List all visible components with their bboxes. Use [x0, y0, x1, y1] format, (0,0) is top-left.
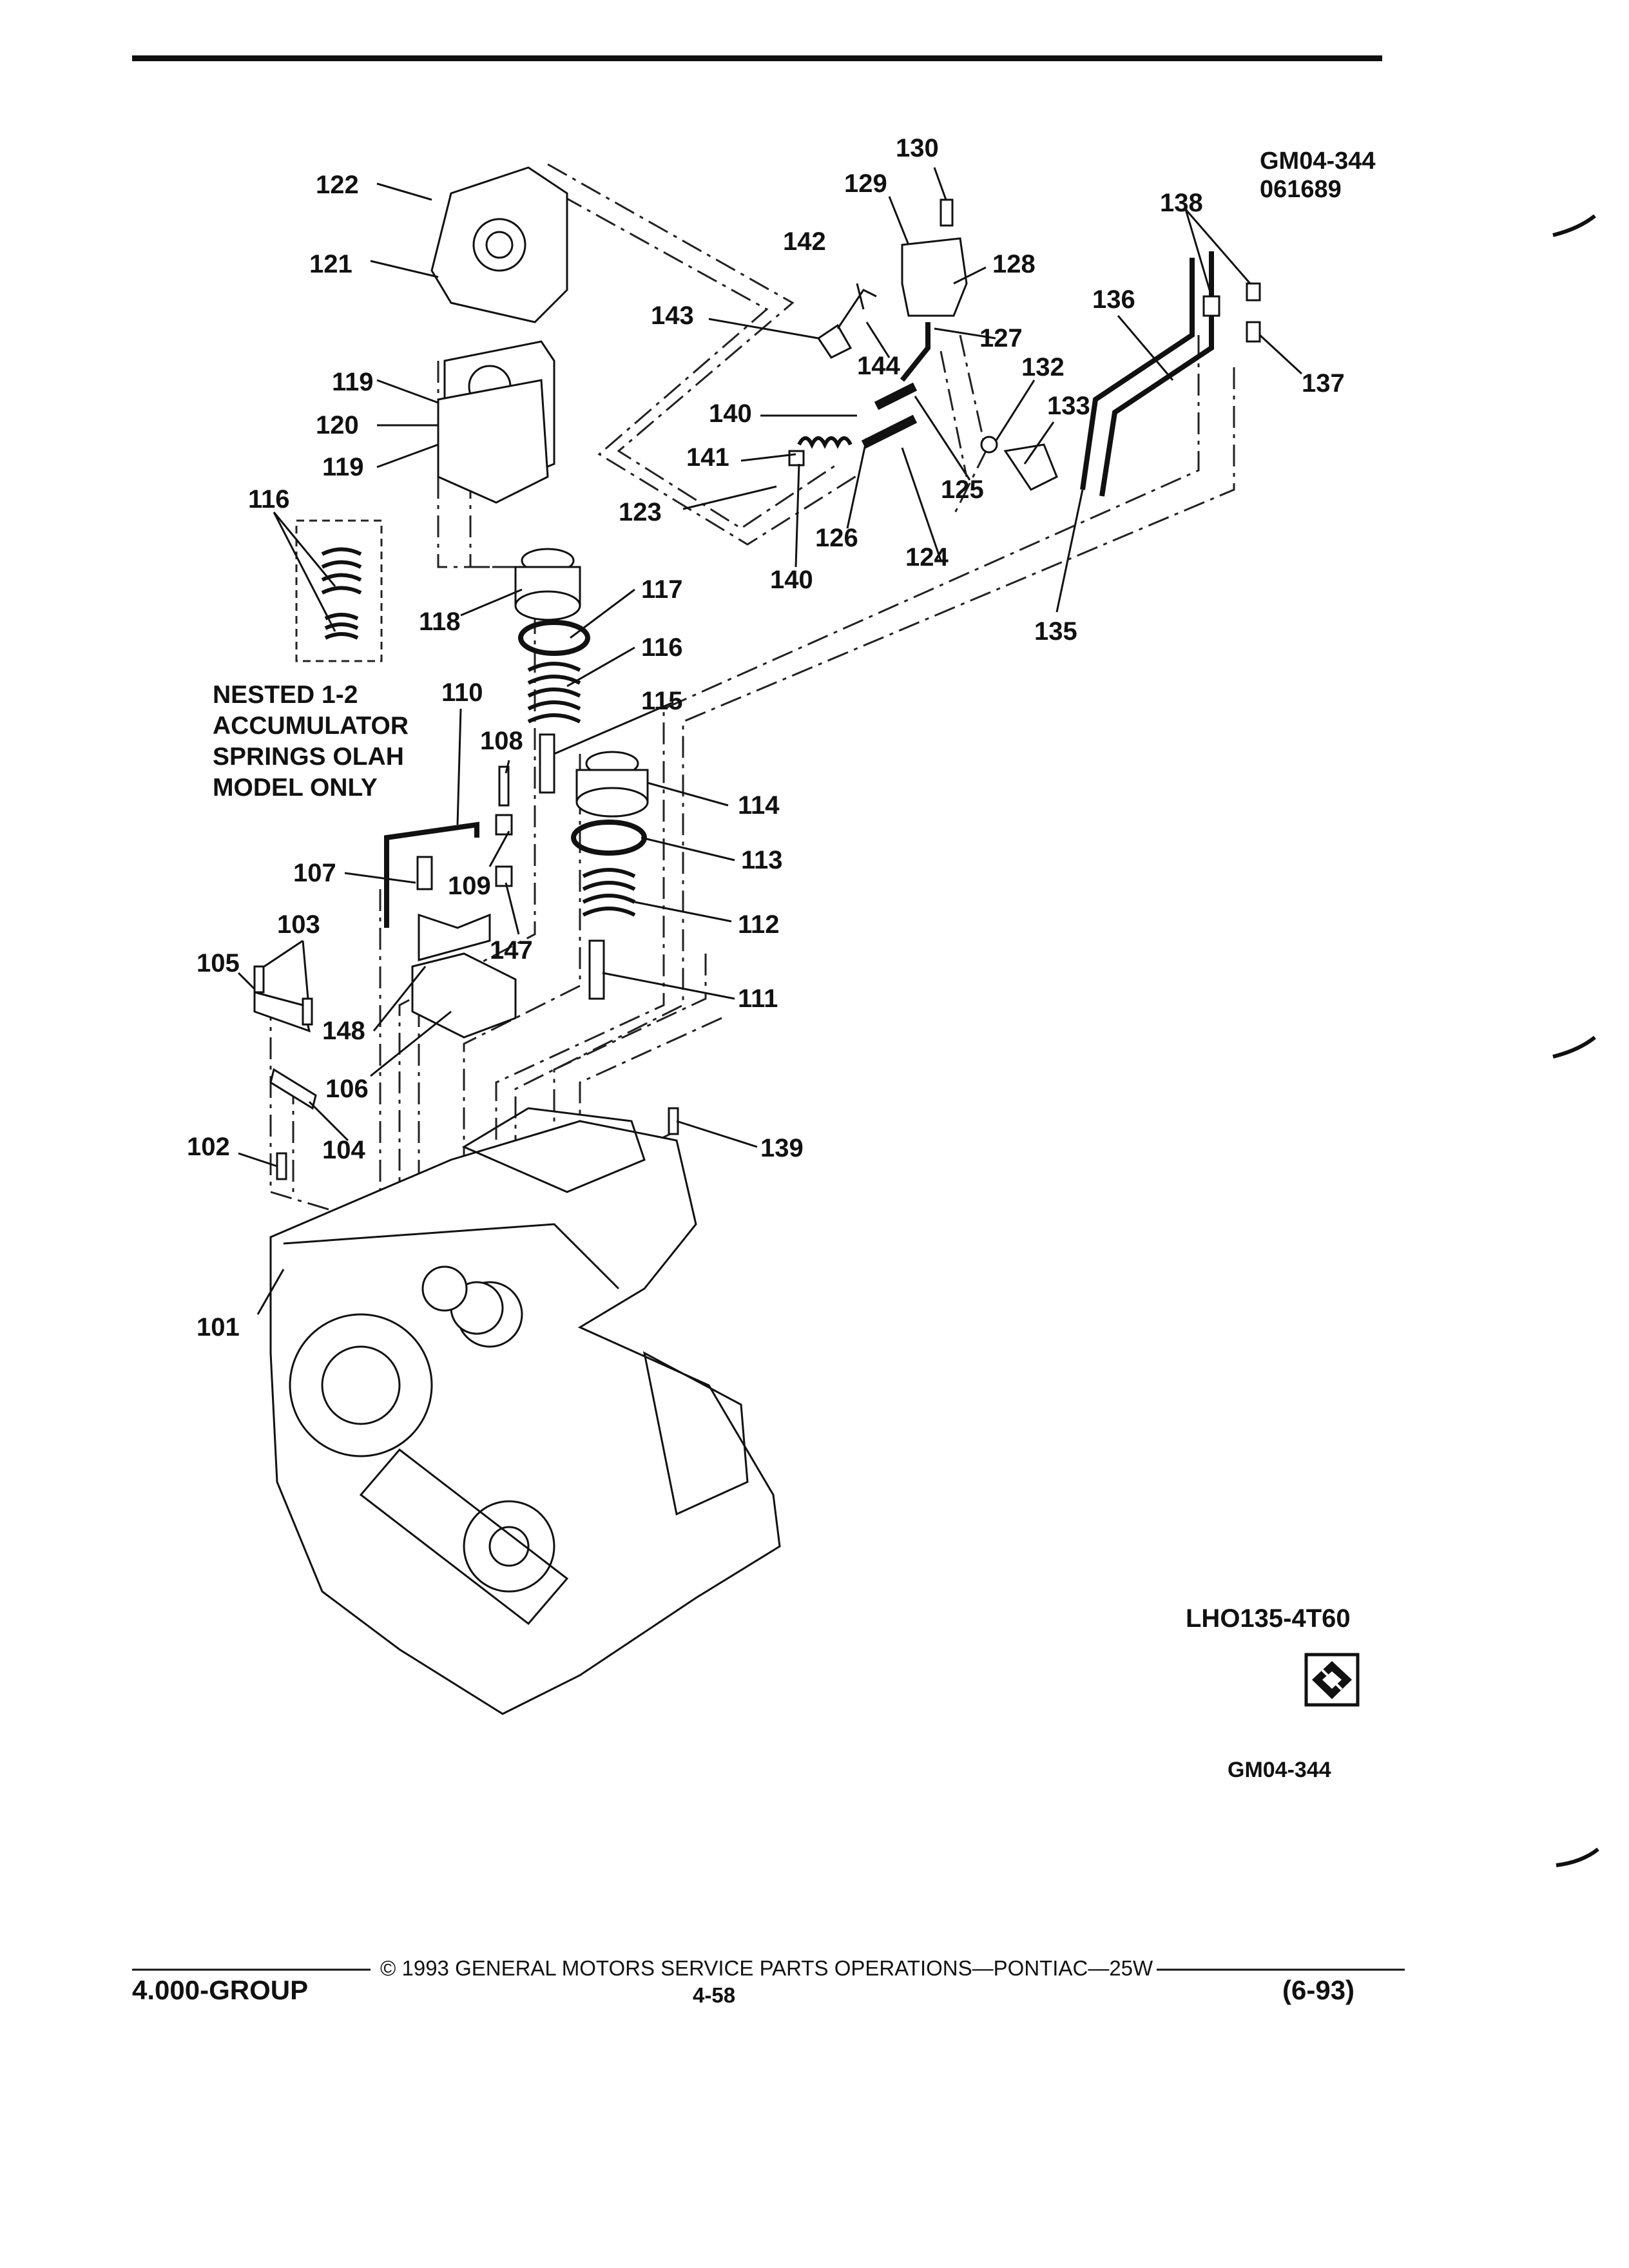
illustration-code: LHO135-4T60 — [1186, 1604, 1351, 1633]
leader-lines — [237, 167, 1303, 1315]
callout-125: 125 — [941, 476, 984, 504]
callout-132: 132 — [1021, 353, 1065, 381]
callout-118: 118 — [419, 608, 461, 636]
callout-106: 106 — [325, 1075, 369, 1103]
callout-116-nested: 116 — [248, 485, 290, 514]
ref-id: GM04-344 — [1260, 148, 1376, 175]
note-line-3: SPRINGS OLAH — [213, 743, 404, 771]
callout-102: 102 — [187, 1133, 230, 1161]
callout-112: 112 — [738, 910, 780, 939]
callout-126: 126 — [815, 524, 858, 552]
callout-138: 138 — [1160, 189, 1203, 217]
callout-147: 147 — [490, 936, 533, 965]
callout-135: 135 — [1034, 617, 1077, 646]
callout-127: 127 — [979, 324, 1023, 352]
callout-119-top: 119 — [332, 368, 374, 396]
figure-id: GM04-344 — [1228, 1758, 1331, 1782]
logo-diamond-icon — [1304, 1653, 1360, 1707]
footer-group: 4.000-GROUP — [132, 1975, 309, 2005]
callout-130: 130 — [896, 134, 939, 162]
callout-143: 143 — [651, 302, 694, 330]
note-line-1: NESTED 1-2 — [213, 681, 358, 709]
nested-springs-note: NESTED 1-2 ACCUMULATOR SPRINGS OLAH MODE… — [213, 680, 409, 803]
callout-105: 105 — [197, 949, 240, 977]
callout-136: 136 — [1092, 285, 1135, 314]
callout-120: 120 — [316, 411, 359, 439]
callout-101: 101 — [197, 1313, 240, 1341]
callout-122: 122 — [316, 171, 359, 199]
footer-copyright: © 1993 GENERAL MOTORS SERVICE PARTS OPER… — [380, 1956, 1153, 1980]
note-line-4: MODEL ONLY — [213, 774, 378, 802]
callout-140-bottom: 140 — [770, 566, 813, 594]
callout-124: 124 — [905, 543, 949, 572]
routing-lines — [269, 163, 1235, 1224]
callout-137: 137 — [1302, 369, 1345, 398]
callout-140-top: 140 — [709, 399, 752, 428]
footer-date: (6-93) — [1282, 1975, 1355, 2005]
callout-141: 141 — [686, 443, 729, 472]
part-drawings — [253, 166, 1261, 1715]
callout-107: 107 — [293, 859, 336, 887]
note-line-2: ACCUMULATOR — [213, 712, 409, 740]
nested-springs-box — [295, 519, 383, 662]
callout-128: 128 — [992, 250, 1036, 278]
top-rule — [132, 55, 1382, 61]
callout-111: 111 — [738, 985, 778, 1013]
footer-page: 4-58 — [693, 1983, 736, 2007]
callout-139: 139 — [760, 1134, 804, 1162]
callout-115: 115 — [641, 687, 683, 715]
callout-144: 144 — [857, 352, 900, 380]
callout-129: 129 — [844, 169, 887, 198]
callout-123: 123 — [619, 498, 662, 526]
callout-113: 113 — [741, 846, 783, 874]
callout-142: 142 — [783, 227, 826, 256]
ref-date: 061689 — [1260, 176, 1342, 203]
callout-104: 104 — [322, 1136, 365, 1164]
callout-109: 109 — [448, 872, 491, 900]
callout-121: 121 — [309, 250, 352, 278]
callout-119-bottom: 119 — [322, 453, 364, 481]
callout-116: 116 — [641, 633, 683, 662]
callout-114: 114 — [738, 791, 780, 820]
callout-103: 103 — [277, 910, 320, 939]
callout-117: 117 — [641, 575, 683, 604]
callout-133: 133 — [1047, 392, 1090, 420]
callout-148: 148 — [322, 1017, 365, 1045]
margin-marks — [1552, 214, 1599, 1867]
callout-110: 110 — [441, 678, 483, 707]
callout-108: 108 — [480, 727, 523, 755]
